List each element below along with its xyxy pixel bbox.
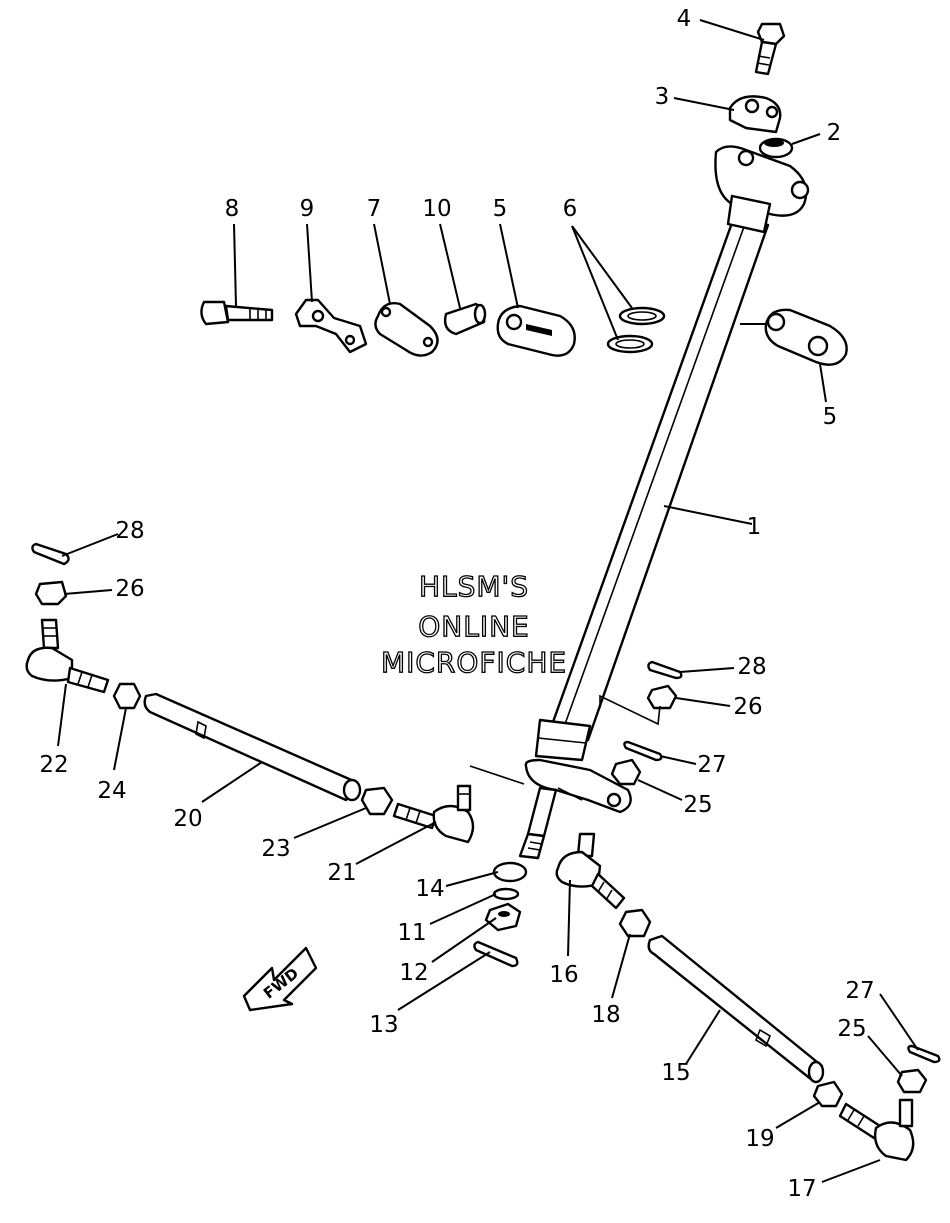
callout-label: 28 (737, 654, 766, 680)
callout-label: 10 (422, 196, 451, 222)
callout-label: 2 (827, 120, 842, 146)
callout-label: 5 (823, 404, 838, 430)
callout-label: 27 (845, 978, 874, 1004)
watermark: HLSM'S ONLINE MICROFICHE (380, 569, 567, 679)
callout-label: 16 (549, 962, 578, 988)
callout-label: 28 (115, 518, 144, 544)
callout-label: 23 (261, 836, 290, 862)
callout-label: 8 (225, 196, 240, 222)
callout-label: 6 (563, 196, 578, 222)
callout-label: 26 (733, 694, 762, 720)
callout-label: 5 (493, 196, 508, 222)
pitman-shaft-fasteners (473, 861, 528, 968)
callout-label: 4 (677, 6, 692, 32)
callout-label: 22 (39, 752, 68, 778)
callout-labels: 1 2 3 4 5 5 6 7 8 9 10 11 12 13 14 15 16… (39, 6, 874, 1202)
handlebar-clamp-parts (728, 22, 794, 159)
callout-label: 19 (745, 1126, 774, 1152)
left-tie-rod-assembly (25, 542, 475, 844)
callout-label: 13 (369, 1012, 398, 1038)
callout-label: 25 (837, 1016, 866, 1042)
callout-label: 9 (300, 196, 315, 222)
callout-label: 17 (787, 1176, 816, 1202)
arrow-left-icon (242, 946, 318, 1012)
watermark-line-2: ONLINE (418, 610, 529, 643)
callout-label: 7 (367, 196, 382, 222)
right-tie-rod-assembly (555, 660, 941, 1162)
callout-label: 3 (655, 84, 670, 110)
callout-label: 26 (115, 576, 144, 602)
callout-label: 20 (173, 806, 202, 832)
callout-label: 25 (683, 792, 712, 818)
callout-label: 1 (747, 514, 762, 540)
callout-label: 11 (397, 920, 426, 946)
column-holder-parts (200, 298, 848, 366)
leader-lines (57, 19, 919, 1183)
fwd-direction-arrow: FWD (242, 946, 318, 1012)
watermark-line-3: MICROFICHE (381, 646, 567, 679)
callout-label: 15 (661, 1060, 690, 1086)
callout-label: 27 (697, 752, 726, 778)
watermark-line-1: HLSM'S (419, 570, 529, 603)
steering-column (518, 145, 810, 860)
callout-label: 12 (399, 960, 428, 986)
callout-label: 24 (97, 778, 126, 804)
callout-label: 18 (591, 1002, 620, 1028)
callout-label: 21 (327, 860, 356, 886)
callout-label: 14 (415, 876, 444, 902)
